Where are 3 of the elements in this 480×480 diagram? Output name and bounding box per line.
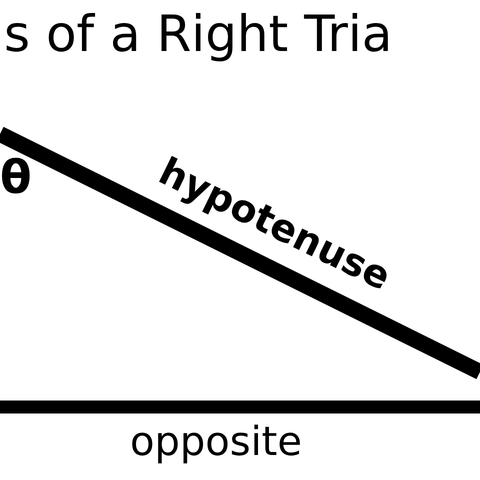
side-label: opposite — [130, 418, 302, 466]
title: s of a Right Tria — [4, 4, 392, 64]
angle-symbol: θ — [0, 150, 32, 204]
